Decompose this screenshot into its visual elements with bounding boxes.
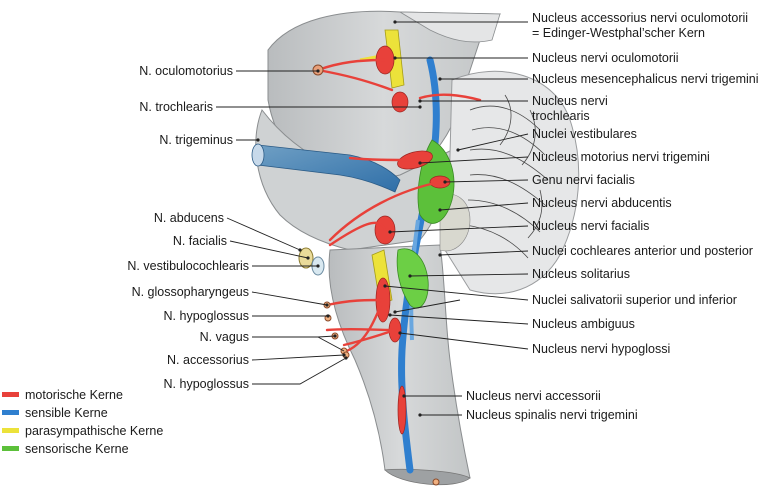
label-nucleus-ambiguus: Nucleus ambiguus xyxy=(532,317,635,331)
label-spinalis-trigemini: Nucleus spinalis nervi trigemini xyxy=(466,408,638,422)
legend: motorische Kerne sensible Kerne parasymp… xyxy=(2,388,163,456)
left-labels: N. oculomotorius N. trochlearis N. trige… xyxy=(127,64,249,391)
cerebellar-folia xyxy=(464,94,549,259)
label-nuclei-cochleares: Nuclei cochleares anterior und posterior xyxy=(532,244,753,258)
legend-swatch-sensibel xyxy=(2,410,19,415)
brainstem-illustration xyxy=(251,10,580,486)
leader-lines xyxy=(216,20,529,417)
label-n-hypoglossus-upper: N. hypoglossus xyxy=(164,309,249,323)
legend-swatch-parasympathisch xyxy=(2,428,19,433)
legend-label-motorisch: motorische Kerne xyxy=(25,388,123,402)
legend-swatch-sensorisch xyxy=(2,446,19,451)
label-nucleus-accessorii: Nucleus nervi accessorii xyxy=(466,389,601,403)
legend-label-sensorisch: sensorische Kerne xyxy=(25,442,129,456)
label-nucleus-trochlearis: Nucleus nervi trochlearis xyxy=(532,94,611,123)
label-n-accessorius: N. accessorius xyxy=(167,353,249,367)
label-nuclei-salivatorii: Nuclei salivatorii superior und inferior xyxy=(532,293,737,307)
motor-fibers xyxy=(316,58,482,354)
label-nuclei-vestibulares: Nuclei vestibulares xyxy=(532,127,637,141)
label-nucleus-abducentis: Nucleus nervi abducentis xyxy=(532,196,672,210)
right-labels: Nucleus accessorius nervi oculomotorii =… xyxy=(466,11,759,422)
label-nucleus-solitarius: Nucleus solitarius xyxy=(532,267,630,281)
label-n-trochlearis: N. trochlearis xyxy=(139,100,213,114)
label-n-vagus: N. vagus xyxy=(200,330,249,344)
label-genu-facialis: Genu nervi facialis xyxy=(532,173,635,187)
label-nucleus-oculomotorii: Nucleus nervi oculomotorii xyxy=(532,51,679,65)
label-n-oculomotorius: N. oculomotorius xyxy=(139,64,233,78)
label-n-hypoglossus-lower: N. hypoglossus xyxy=(164,377,249,391)
legend-swatch-motorisch xyxy=(2,392,19,397)
label-mesencephalicus-trigemini: Nucleus mesencephalicus nervi trigemini xyxy=(532,72,759,86)
label-n-trigeminus: N. trigeminus xyxy=(159,133,233,147)
label-n-vestibulocochlearis: N. vestibulocochlearis xyxy=(127,259,249,273)
label-motorius-trigemini: Nucleus motorius nervi trigemini xyxy=(532,150,710,164)
label-n-facialis: N. facialis xyxy=(173,234,227,248)
legend-label-sensibel: sensible Kerne xyxy=(25,406,108,420)
label-edinger-westphal: Nucleus accessorius nervi oculomotorii =… xyxy=(532,11,752,40)
label-n-glossopharyngeus: N. glossopharyngeus xyxy=(132,285,249,299)
label-n-abducens: N. abducens xyxy=(154,211,224,225)
label-nucleus-facialis: Nucleus nervi facialis xyxy=(532,219,649,233)
label-nucleus-hypoglossi: Nucleus nervi hypoglossi xyxy=(532,342,670,356)
legend-label-parasympathisch: parasympathische Kerne xyxy=(25,424,163,438)
tectum xyxy=(398,11,501,43)
sensorisch-solitarius xyxy=(396,248,429,309)
